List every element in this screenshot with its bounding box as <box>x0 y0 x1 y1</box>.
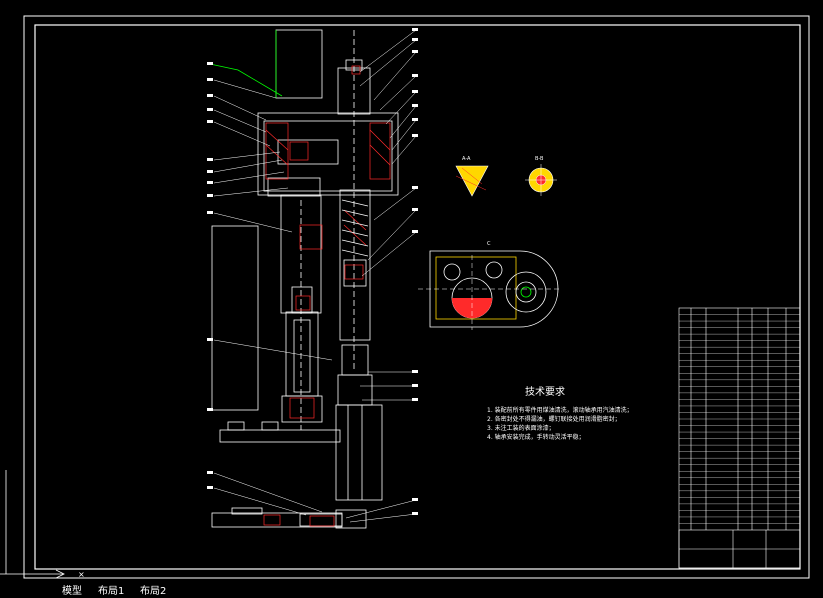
technical-requirements: 技术要求 1. 装配前所有零件用煤油清洗，滚动轴承用汽油清洗； 2. 各密封处不… <box>487 385 633 441</box>
parts-list-row-lines <box>679 314 800 524</box>
label-section-b: B-B <box>535 156 544 162</box>
section-view-b: B-B <box>525 156 557 196</box>
section-view-a: A-A <box>455 156 489 197</box>
layout-tabs-bar: 模型 布局1 布局2 <box>0 586 823 598</box>
tech-requirement-3: 3. 未注工装的表面涂漆； <box>487 424 555 432</box>
part-number-balloons <box>207 28 418 515</box>
tech-requirements-title: 技术要求 <box>525 385 565 398</box>
right-leader-lines <box>345 29 417 523</box>
tab-layout2[interactable]: 布局2 <box>140 586 167 597</box>
tab-layout1[interactable]: 布局1 <box>98 586 125 597</box>
section-hatching <box>263 65 391 527</box>
tech-requirement-1: 1. 装配前所有零件用煤油清洗，滚动轴承用汽油清洗； <box>487 406 633 414</box>
tab-model[interactable]: 模型 <box>62 586 82 597</box>
label-section-a: A-A <box>462 156 471 162</box>
tech-requirement-4: 4. 轴承安装完成，手转动灵活平稳； <box>487 433 585 441</box>
drawing-frame <box>23 15 810 579</box>
label-section-c: C <box>487 241 491 247</box>
tech-requirement-2: 2. 各密封处不得漏油，螺钉联接处用润滑脂密封； <box>487 415 621 423</box>
green-leader-line <box>209 63 283 97</box>
parts-list-table <box>678 307 801 569</box>
main-assembly-view <box>211 29 399 529</box>
left-leader-lines <box>213 79 333 516</box>
spring <box>341 199 369 257</box>
ucs-icon: × <box>0 470 85 579</box>
section-view-c: C <box>418 241 560 330</box>
svg-text:×: × <box>78 570 85 579</box>
